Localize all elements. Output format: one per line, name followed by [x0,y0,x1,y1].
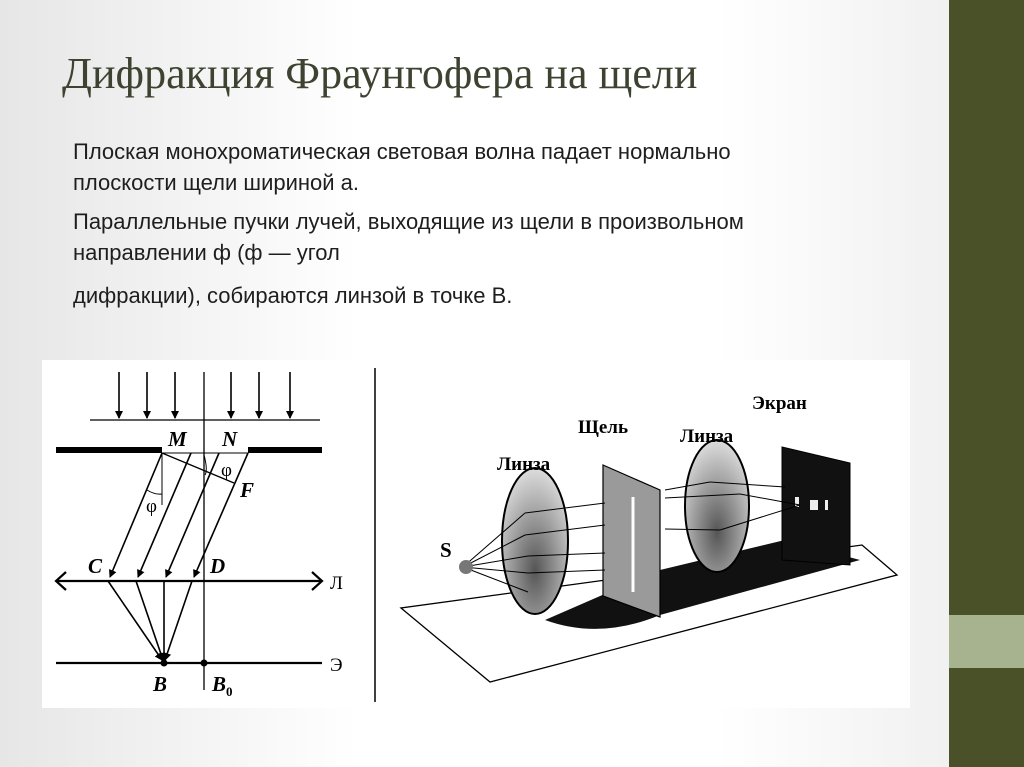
label-source: S [440,538,452,562]
label-D: D [209,554,225,578]
experimental-setup-illustration [399,439,899,683]
paragraph-2: Параллельные пучки лучей, выходящие из щ… [73,209,744,265]
diffracted-rays [107,452,249,661]
point-B0 [200,659,208,667]
label-phi-right: φ [221,460,232,481]
slit-diffraction-schematic [54,368,376,702]
line-MF [161,452,235,484]
incident-rays [115,372,294,419]
label-lens: Л [330,573,343,594]
label-screen-3d: Экран [752,393,807,414]
label-C: C [88,554,103,578]
label-N: N [221,427,238,451]
slide-body: Плоская монохроматическая световая волна… [73,136,913,319]
paragraph-1: Плоская монохроматическая световая волна… [73,139,731,195]
label-screen: Э [330,655,343,676]
label-lens-1: Линза [497,454,551,475]
label-slit: Щель [578,417,628,438]
decorative-band [949,615,1024,668]
paragraph-3: дифракции), собираются линзой в точке В. [73,283,513,308]
light-source [459,560,473,574]
slide-title: Дифракция Фраунгофера на щели [62,49,698,98]
label-M: M [167,427,188,451]
shadow [545,540,860,629]
lens-2 [684,439,750,573]
diffraction-pattern [795,497,828,510]
point-B [160,659,168,667]
label-lens-2: Линза [680,426,734,447]
label-B0: B0 [211,672,233,699]
label-F: F [239,478,254,502]
light-rays [462,481,801,593]
label-B: B [152,672,167,696]
lens-1 [501,467,569,615]
lens-line [54,571,324,591]
label-phi-left: φ [146,496,157,517]
